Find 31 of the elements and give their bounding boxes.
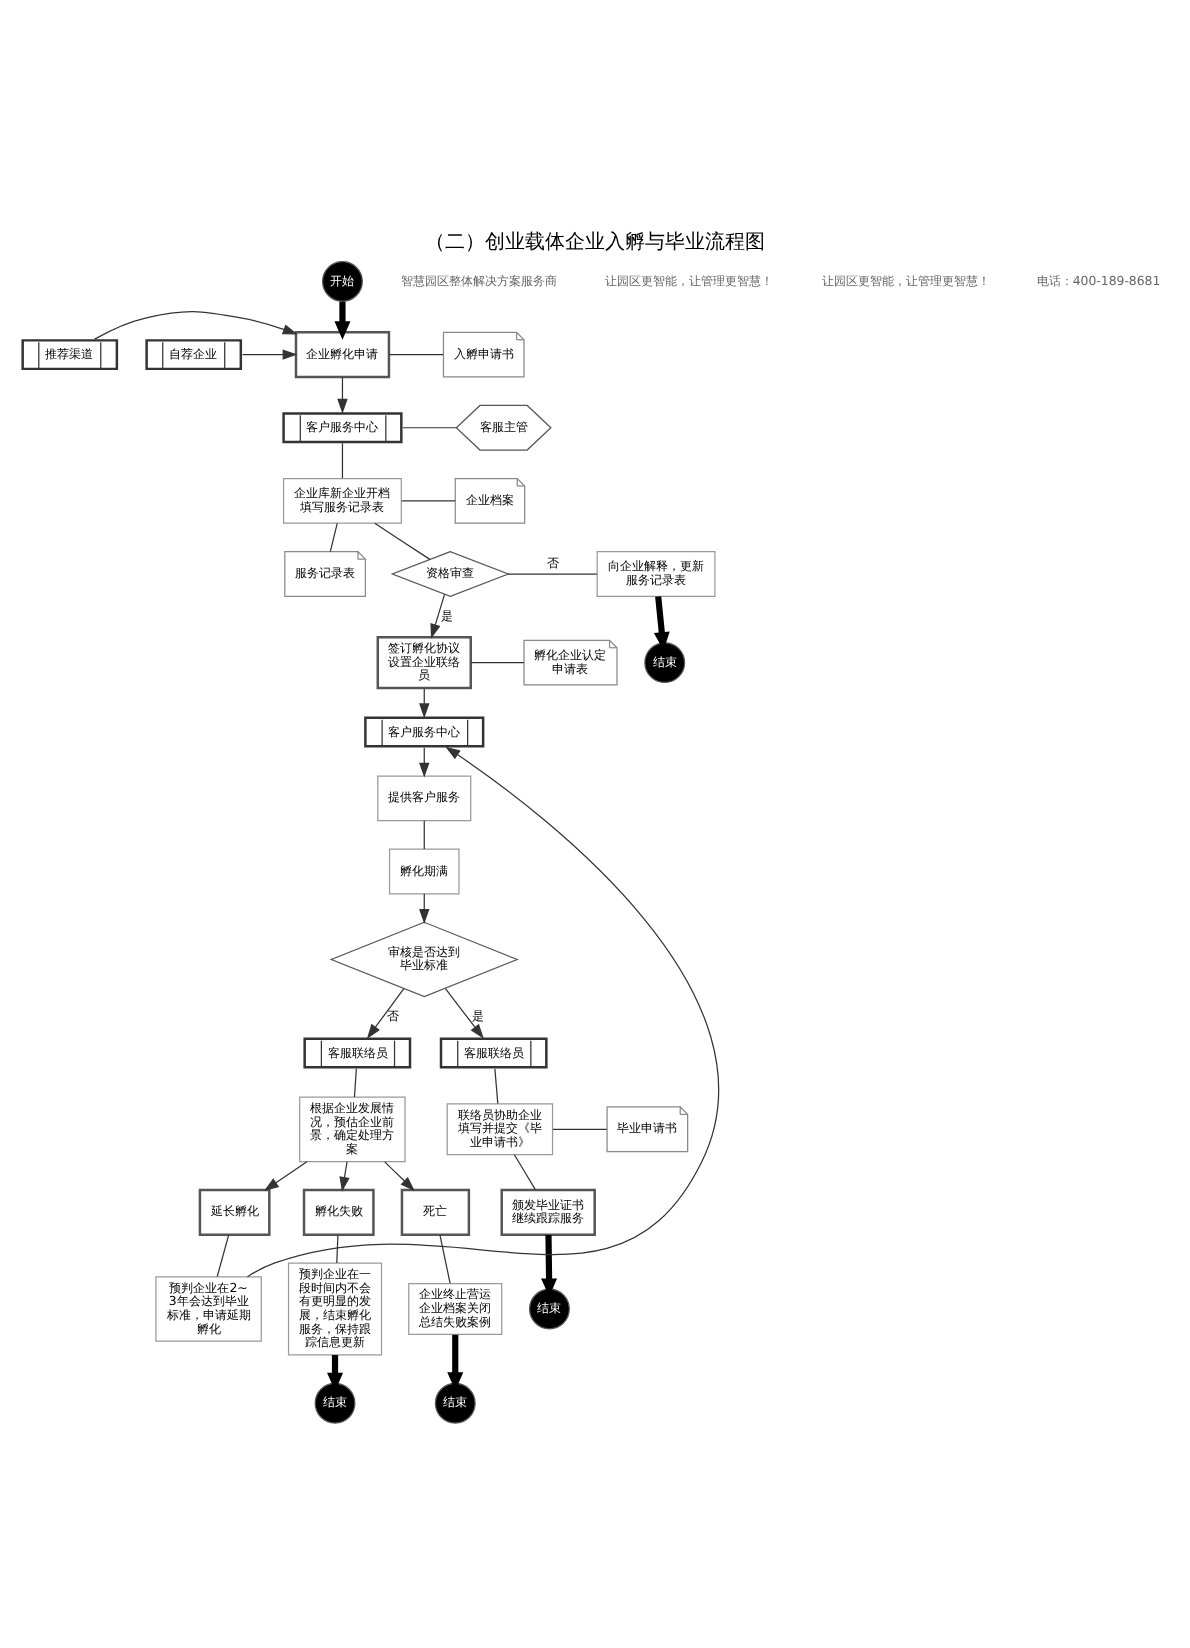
connector (552, 1127, 608, 1129)
connector (374, 521, 431, 559)
arrow (334, 300, 351, 339)
arrow (430, 592, 446, 638)
connector (401, 499, 456, 501)
connector (353, 1067, 357, 1097)
arrow (444, 986, 484, 1038)
connector (341, 441, 344, 478)
arrow (94, 310, 298, 339)
arrow (447, 1333, 464, 1390)
connector (513, 1153, 536, 1190)
connector (336, 1233, 339, 1263)
connector (507, 572, 598, 574)
connector (494, 1067, 499, 1104)
arrow (384, 1160, 415, 1191)
connector (402, 426, 457, 428)
connector (329, 521, 338, 552)
arrow (653, 595, 670, 650)
arrow (263, 1160, 308, 1191)
connector (423, 819, 425, 849)
connector (439, 1233, 451, 1284)
connector (470, 661, 525, 663)
arrow (541, 1233, 558, 1296)
arrow (339, 1160, 350, 1191)
arrow (366, 986, 405, 1038)
arrow (327, 1354, 344, 1391)
connector (388, 353, 444, 355)
connector (216, 1233, 230, 1277)
arrow (241, 348, 298, 359)
diagram-title: （二）创业载体企业入孵与毕业流程图 (425, 230, 765, 253)
arrow (337, 375, 348, 413)
